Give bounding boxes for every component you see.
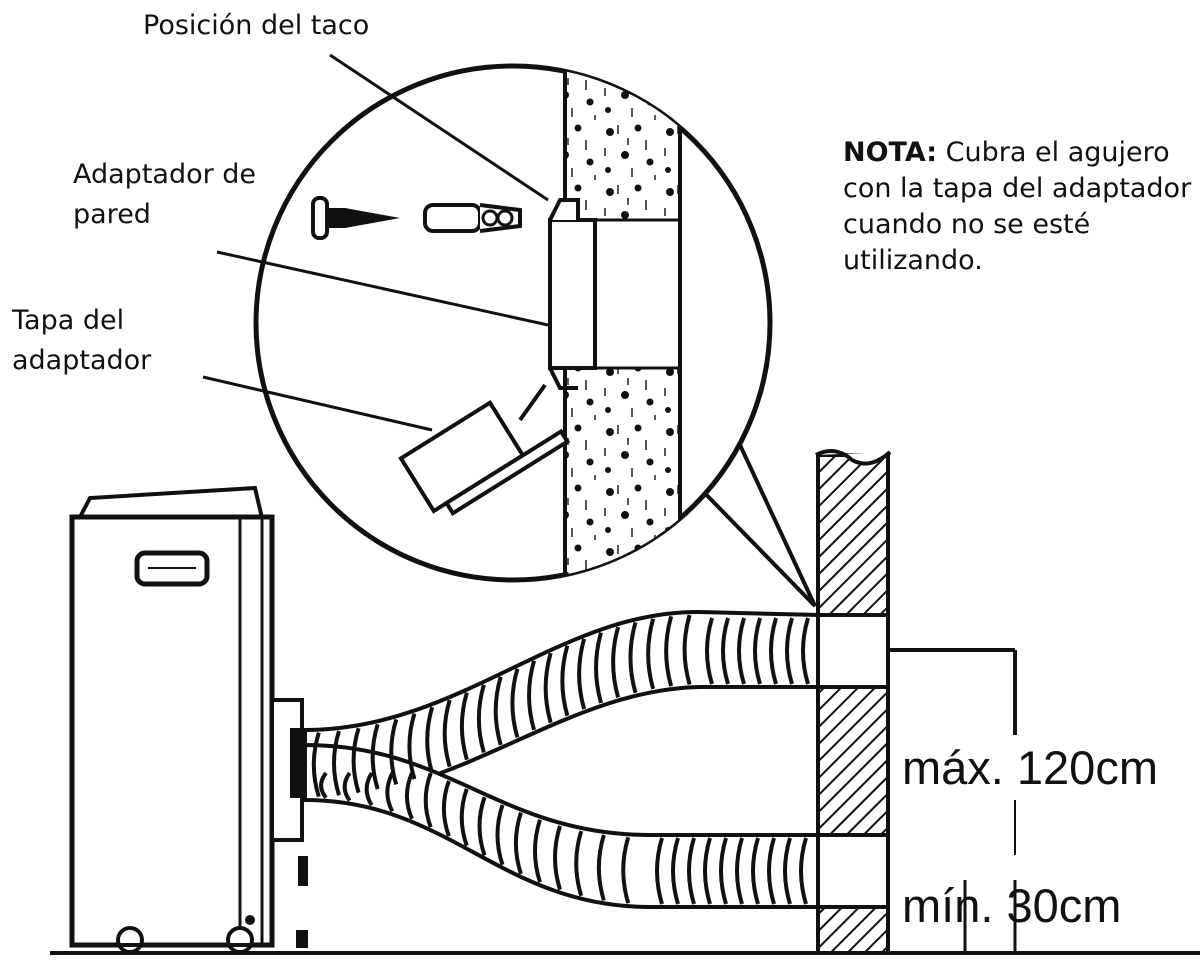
- min-height-label: mín. 30cm: [902, 879, 1122, 932]
- wall-adapter-shape: [548, 218, 597, 370]
- wall-section-bottom: [563, 366, 682, 580]
- hose-rib: [769, 617, 778, 685]
- hose-rib: [594, 632, 603, 704]
- wall-plug-shape: [423, 203, 482, 233]
- hose-rib: [767, 837, 776, 905]
- hose-rib: [342, 771, 352, 802]
- label-wall-adapter-line1: Adaptador de: [73, 159, 257, 190]
- hose-rib: [364, 771, 374, 807]
- note-line4: utilizando.: [843, 245, 983, 276]
- height-dimension: [888, 648, 1017, 953]
- note-line3: cuando no se esté: [843, 209, 1091, 240]
- hose-rib: [751, 837, 760, 905]
- hose-rib: [785, 617, 794, 685]
- wall: [815, 449, 892, 955]
- note-text: NOTA: Cubra el agujero con la tapa del a…: [843, 135, 1200, 279]
- hose-rib: [735, 837, 744, 905]
- hose-rib: [311, 732, 321, 798]
- hose-rib: [513, 812, 523, 875]
- hose-rib: [543, 652, 553, 724]
- hose-rib: [687, 837, 696, 905]
- hose-rib: [753, 617, 762, 685]
- hose-rib: [553, 825, 562, 891]
- leader-plug-position: [329, 53, 549, 202]
- screw-shape: [311, 196, 329, 240]
- magnified-detail: [253, 63, 817, 608]
- hose-rib: [370, 723, 380, 790]
- wall-opening-lower: [816, 833, 890, 909]
- hose-rib: [477, 796, 487, 856]
- label-adapter-cap-line1: Tapa del: [12, 305, 125, 336]
- hose-rib: [577, 638, 587, 710]
- hose-rib: [574, 830, 584, 897]
- hose-rib: [628, 621, 638, 694]
- hose-rib: [799, 837, 808, 905]
- hose-rib: [389, 718, 399, 786]
- note-line2: con la tapa del adaptador: [843, 173, 1192, 204]
- hose-rib: [407, 713, 417, 780]
- hose-rib: [459, 692, 469, 761]
- air-conditioner-unit: [69, 485, 308, 954]
- wall-section-top: [563, 66, 682, 222]
- hose-rib: [495, 804, 505, 866]
- hose-rib: [671, 837, 680, 905]
- hose-rib: [533, 819, 542, 883]
- hose-rib: [719, 837, 728, 905]
- note-heading: NOTA:: [843, 137, 938, 168]
- hose-rib: [611, 626, 621, 699]
- leader-adapter-cap: [202, 375, 433, 432]
- wall-opening-upper: [816, 613, 890, 689]
- note-line1: Cubra el agujero: [945, 137, 1170, 168]
- hose-rib: [596, 834, 606, 901]
- label-adapter-cap-line2: adaptador: [12, 345, 152, 376]
- hose-rib: [664, 615, 674, 687]
- hose-rib: [459, 788, 469, 847]
- hose-rib: [646, 618, 656, 690]
- hose-rib: [385, 772, 395, 813]
- hose-rib: [783, 837, 792, 905]
- leader-wall-adapter: [216, 250, 549, 327]
- hose-rib: [493, 676, 503, 746]
- hose-rib: [527, 660, 536, 731]
- hose-rib: [721, 617, 730, 685]
- hose-rib: [351, 727, 361, 794]
- hose-rib: [476, 684, 486, 753]
- hose-rib: [682, 614, 692, 685]
- hose-rib: [705, 617, 714, 685]
- adapter-cap-shape: [398, 400, 571, 516]
- hose-rib: [560, 645, 570, 717]
- hose-rib: [510, 668, 520, 739]
- label-wall-adapter-line2: pared: [73, 199, 151, 230]
- max-height-label: máx. 120cm: [902, 741, 1158, 794]
- hose-rib: [737, 617, 746, 685]
- hose-rib: [319, 771, 328, 800]
- hose-rib: [801, 617, 810, 685]
- hose-rib: [621, 836, 631, 904]
- exhaust-hoses: [303, 609, 820, 909]
- hose-rib: [332, 730, 341, 796]
- hose-rib: [655, 837, 664, 905]
- hose-rib: [404, 772, 414, 820]
- hose-rib: [703, 837, 712, 905]
- hose-rib: [423, 772, 433, 828]
- lower-hose: [303, 742, 820, 909]
- label-plug-position: Posición del taco: [143, 10, 370, 41]
- hose-rib: [425, 706, 435, 774]
- hose-rib: [441, 780, 451, 837]
- hose-rib: [442, 699, 452, 768]
